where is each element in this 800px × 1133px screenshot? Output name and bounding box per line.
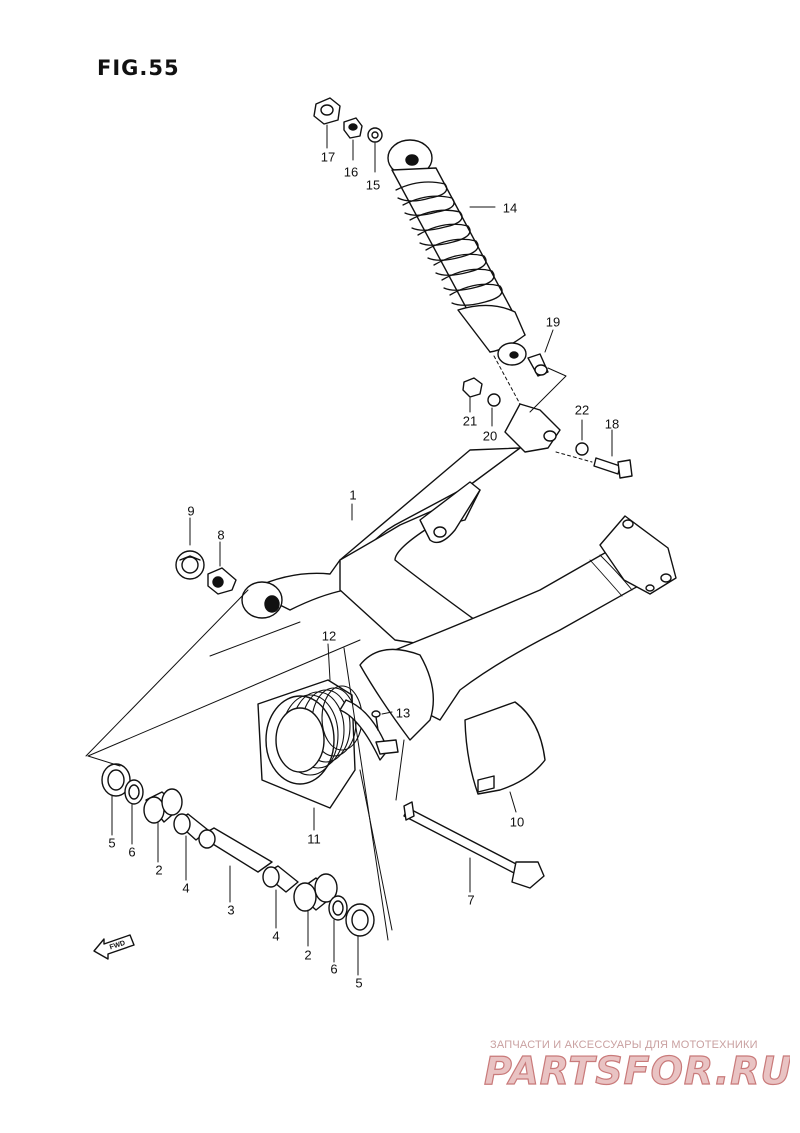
bearing-2-left-drawing (143, 788, 183, 824)
washer-6-left-drawing (124, 779, 144, 805)
seal-5-right-drawing (345, 903, 375, 937)
collar-8-drawing (207, 567, 237, 595)
fwd-label: FWD (109, 940, 126, 952)
callout-16: 16 (343, 164, 359, 180)
callout-14: 14 (502, 200, 518, 216)
cap-9-drawing (175, 550, 205, 580)
callout-9: 9 (187, 503, 195, 519)
spacer-3-drawing (198, 827, 273, 873)
watermark-logo: PARTSFOR.RU (483, 1048, 790, 1093)
callout-2-left: 2 (155, 862, 163, 878)
watermark-caption: ЗАПЧАСТИ И АКСЕССУАРЫ ДЛЯ МОТОТЕХНИКИ (490, 1039, 758, 1051)
callout-7: 7 (467, 892, 475, 908)
svg-text:PARTSFOR.RU: PARTSFOR.RU (484, 1049, 790, 1093)
callout-5-right: 5 (355, 975, 363, 991)
clamp-12-drawing (339, 699, 399, 761)
shock-top-hardware (313, 97, 383, 143)
swingarm-drawing (241, 403, 677, 741)
callout-1: 1 (349, 487, 357, 503)
callout-6-right: 6 (330, 961, 338, 977)
bearing-2-right-drawing (293, 873, 338, 912)
collar-19-drawing (527, 353, 549, 377)
callout-22: 22 (574, 402, 590, 418)
washer-6-right-drawing (328, 895, 348, 921)
callout-5-left: 5 (108, 835, 116, 851)
callout-18: 18 (604, 416, 620, 432)
callout-11: 11 (307, 831, 321, 847)
leader-lines (85, 124, 613, 976)
seal-5-left-drawing (101, 763, 131, 797)
callout-2-right: 2 (304, 947, 312, 963)
bolt-18-drawing (593, 457, 633, 479)
callout-20: 20 (482, 428, 498, 444)
callout-19: 19 (545, 314, 561, 330)
boot-11-drawing (257, 679, 363, 809)
callout-13: 13 (395, 705, 411, 721)
callout-8: 8 (217, 527, 225, 543)
callout-6-left: 6 (128, 844, 136, 860)
figure-title: FIG.55 (97, 56, 180, 80)
cover-10-drawing (464, 701, 546, 795)
forward-direction-arrow: FWD (93, 934, 135, 960)
callout-12: 12 (321, 628, 337, 644)
sleeve-4-right-drawing (262, 865, 299, 893)
screw-13-drawing (371, 710, 381, 731)
shock-absorber-drawing (387, 139, 527, 366)
callout-15: 15 (365, 177, 381, 193)
washer-20-drawing (487, 393, 501, 407)
pivot-bolt-7-drawing (403, 801, 545, 889)
callout-17: 17 (320, 149, 336, 165)
callout-4-left: 4 (182, 880, 190, 896)
callout-3: 3 (227, 902, 235, 918)
callout-4-right: 4 (272, 928, 280, 944)
washer-22-drawing (575, 442, 589, 456)
callout-10: 10 (509, 814, 525, 830)
callout-21: 21 (462, 413, 478, 429)
nut-21-drawing (462, 377, 483, 398)
